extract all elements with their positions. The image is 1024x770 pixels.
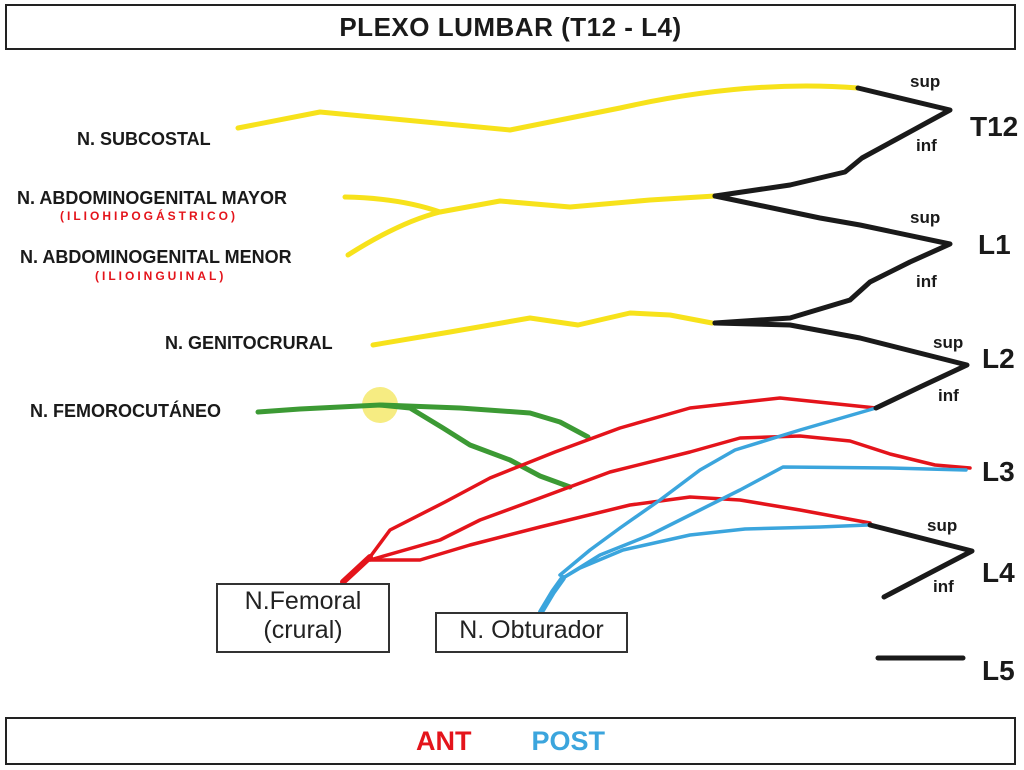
subcostal-nerve-path (235, 83, 861, 133)
obturador-root-l4-path (561, 523, 870, 580)
femoral-root-l4-path (368, 495, 872, 562)
label-genitocrural: N. GENITOCRURAL (165, 333, 333, 353)
root-l4-path (867, 522, 975, 600)
label-abdominogenital-mayor: N. ABDOMINOGENITAL MAYOR (17, 188, 288, 208)
abdominogenital-trunk-path (437, 193, 718, 215)
obturador-trunk-path (538, 575, 566, 615)
abdominogenital-menor-path (345, 209, 443, 258)
diagram-title: PLEXO LUMBAR (T12 - L4) (5, 4, 1016, 50)
legend: ANT POST (5, 717, 1016, 765)
obturador-root-l3-path (561, 465, 968, 580)
legend-ant: ANT (415, 725, 472, 756)
root-label-l3: L3 (982, 456, 1015, 487)
abdominogenital-mayor-path (342, 194, 443, 215)
root-label-l2: L2 (982, 343, 1015, 374)
root-label-l1: L1 (978, 229, 1011, 260)
label-femorocutaneo: N. FEMOROCUTÁNEO (30, 401, 221, 421)
obturador-nerve-box: N. Obturador (435, 612, 628, 653)
root-l2-path (712, 320, 970, 411)
root-label-l4: L4 (982, 557, 1015, 588)
root-l1-path (712, 193, 953, 326)
l4-inf-label: inf (933, 577, 954, 596)
obturador-root-l2-path (558, 406, 878, 577)
legend-post: POST (531, 725, 605, 756)
femoral-alt-label: (crural) (263, 616, 343, 644)
label-abdominogenital-menor: N. ABDOMINOGENITAL MENOR (20, 247, 292, 267)
t12-inf-label: inf (916, 136, 937, 155)
l2-sup-label: sup (933, 333, 964, 352)
label-ilioinguinal: (ILIOINGUINAL) (95, 269, 227, 283)
root-label-l5: L5 (982, 655, 1015, 686)
label-iliohipogastrico: (ILIOHIPOGÁSTRICO) (60, 209, 238, 223)
root-t12-path (712, 85, 953, 199)
femoral-label: N.Femoral (244, 587, 362, 615)
l1-sup-label: sup (910, 208, 941, 227)
l2-inf-label: inf (938, 386, 959, 405)
obturador-label: N. Obturador (459, 616, 604, 644)
femoral-trunk-path (340, 554, 373, 585)
femoral-root-l2-path (368, 396, 878, 559)
t12-sup-label: sup (910, 72, 941, 91)
genitocrural-nerve-path (370, 310, 715, 348)
femoral-root-l3-path (368, 434, 972, 562)
femorocutaneo-branch-path (377, 402, 573, 490)
femoral-nerve-box: N.Femoral (crural) (216, 583, 390, 653)
label-subcostal: N. SUBCOSTAL (77, 129, 211, 149)
l4-sup-label: sup (927, 516, 958, 535)
l1-inf-label: inf (916, 272, 937, 291)
root-label-t12: T12 (970, 111, 1019, 142)
femorocutaneo-nerve-path (255, 402, 591, 440)
